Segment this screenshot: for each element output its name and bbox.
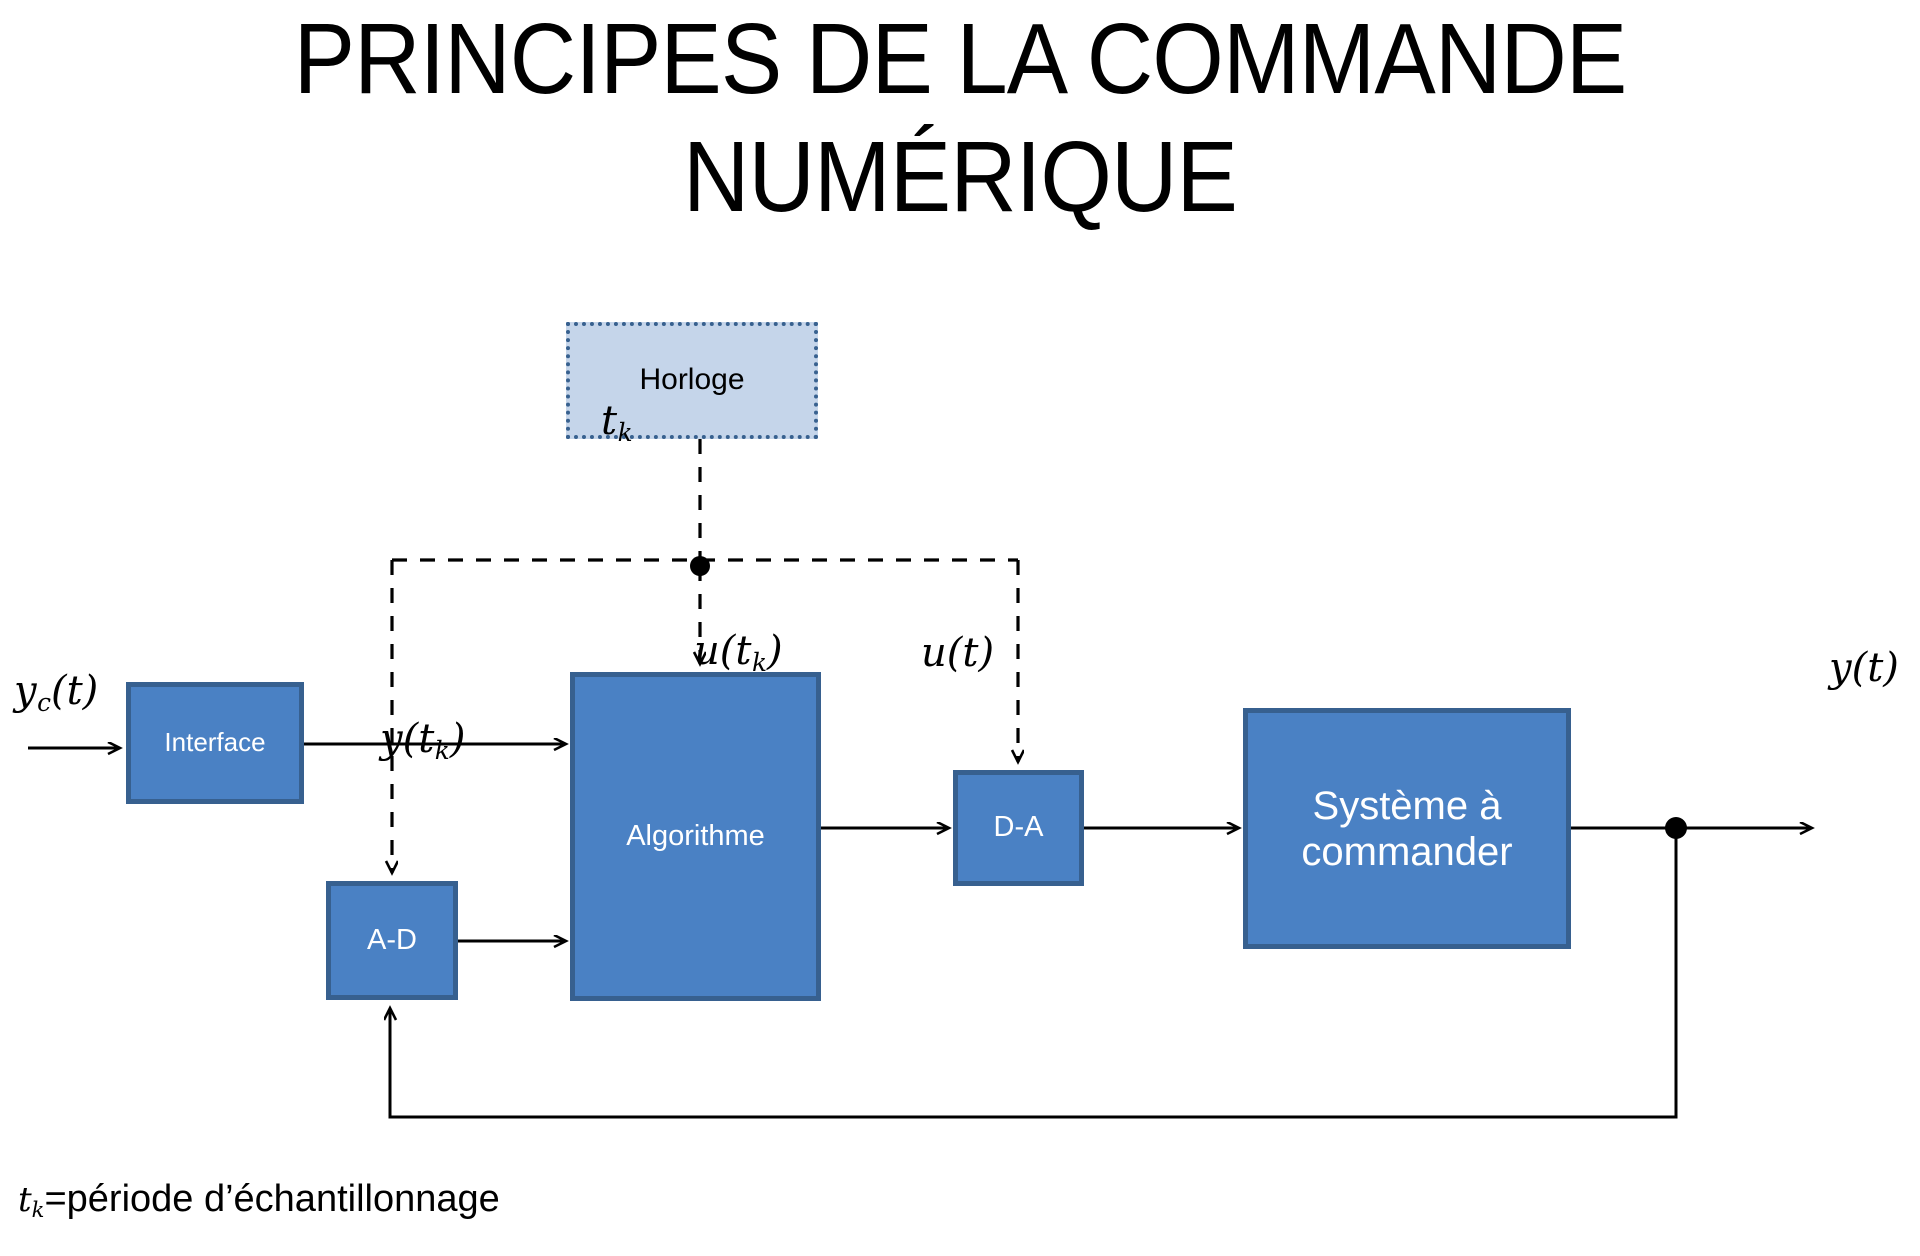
signal-label-u-t: u(t) xyxy=(921,630,994,676)
signal-tk-sub: k xyxy=(617,417,633,447)
signal-label-y-t: y(t) xyxy=(1829,645,1899,691)
block-da-label: D-A xyxy=(993,811,1044,844)
footnote-text: =période d’échantillonnage xyxy=(44,1178,500,1220)
block-interface[interactable]: Interface xyxy=(126,682,304,804)
signal-yt-base: y(t) xyxy=(1829,645,1899,691)
signal-utk-base: u(t xyxy=(694,628,752,674)
signal-ytk-suffix: ) xyxy=(449,716,466,762)
signal-yc-suffix: (t) xyxy=(51,668,99,714)
footnote-sampling-period: tk=période d’échantillonnage xyxy=(18,1178,500,1222)
signal-label-yc: yc(t) xyxy=(14,668,98,717)
signal-label-u-tk: u(tk) xyxy=(694,628,783,677)
signal-label-y-tk: y(tk) xyxy=(380,716,465,765)
signal-utk-sub: k xyxy=(751,647,767,677)
block-systeme-a-commander[interactable]: Système à commander xyxy=(1243,708,1571,949)
signal-utk-suffix: ) xyxy=(766,628,783,674)
block-horloge-label: Horloge xyxy=(639,363,745,397)
block-systeme-label: Système à commander xyxy=(1301,783,1513,874)
block-ad-label: A-D xyxy=(367,923,417,956)
signal-tk-base: t xyxy=(601,398,618,444)
block-horloge[interactable]: Horloge xyxy=(566,322,818,439)
footnote-math: tk xyxy=(18,1180,45,1222)
signal-ytk-base: y(t xyxy=(380,716,435,762)
block-algorithme[interactable]: Algorithme xyxy=(570,672,821,1001)
title-line-2: NUMÉRIQUE xyxy=(683,121,1238,233)
edge-feedback-to-ad xyxy=(390,828,1678,1119)
block-digital-to-analog[interactable]: D-A xyxy=(953,770,1084,886)
footnote-math-base: t xyxy=(18,1180,32,1220)
block-algorithme-label: Algorithme xyxy=(626,819,765,852)
signal-yc-base: y xyxy=(14,668,37,714)
output-junction-dot xyxy=(1665,817,1687,839)
title-line-1: PRINCIPES DE LA COMMANDE xyxy=(293,3,1628,115)
signal-yc-sub: c xyxy=(37,687,51,717)
signal-ut-base: u(t) xyxy=(921,630,995,676)
page-title: PRINCIPES DE LA COMMANDE NUMÉRIQUE xyxy=(0,0,1920,236)
signal-label-tk: tk xyxy=(601,398,633,447)
signal-ytk-sub: k xyxy=(434,735,450,765)
footnote-math-sub: k xyxy=(31,1196,45,1222)
block-interface-label: Interface xyxy=(164,727,266,758)
block-analog-to-digital[interactable]: A-D xyxy=(326,881,458,1000)
